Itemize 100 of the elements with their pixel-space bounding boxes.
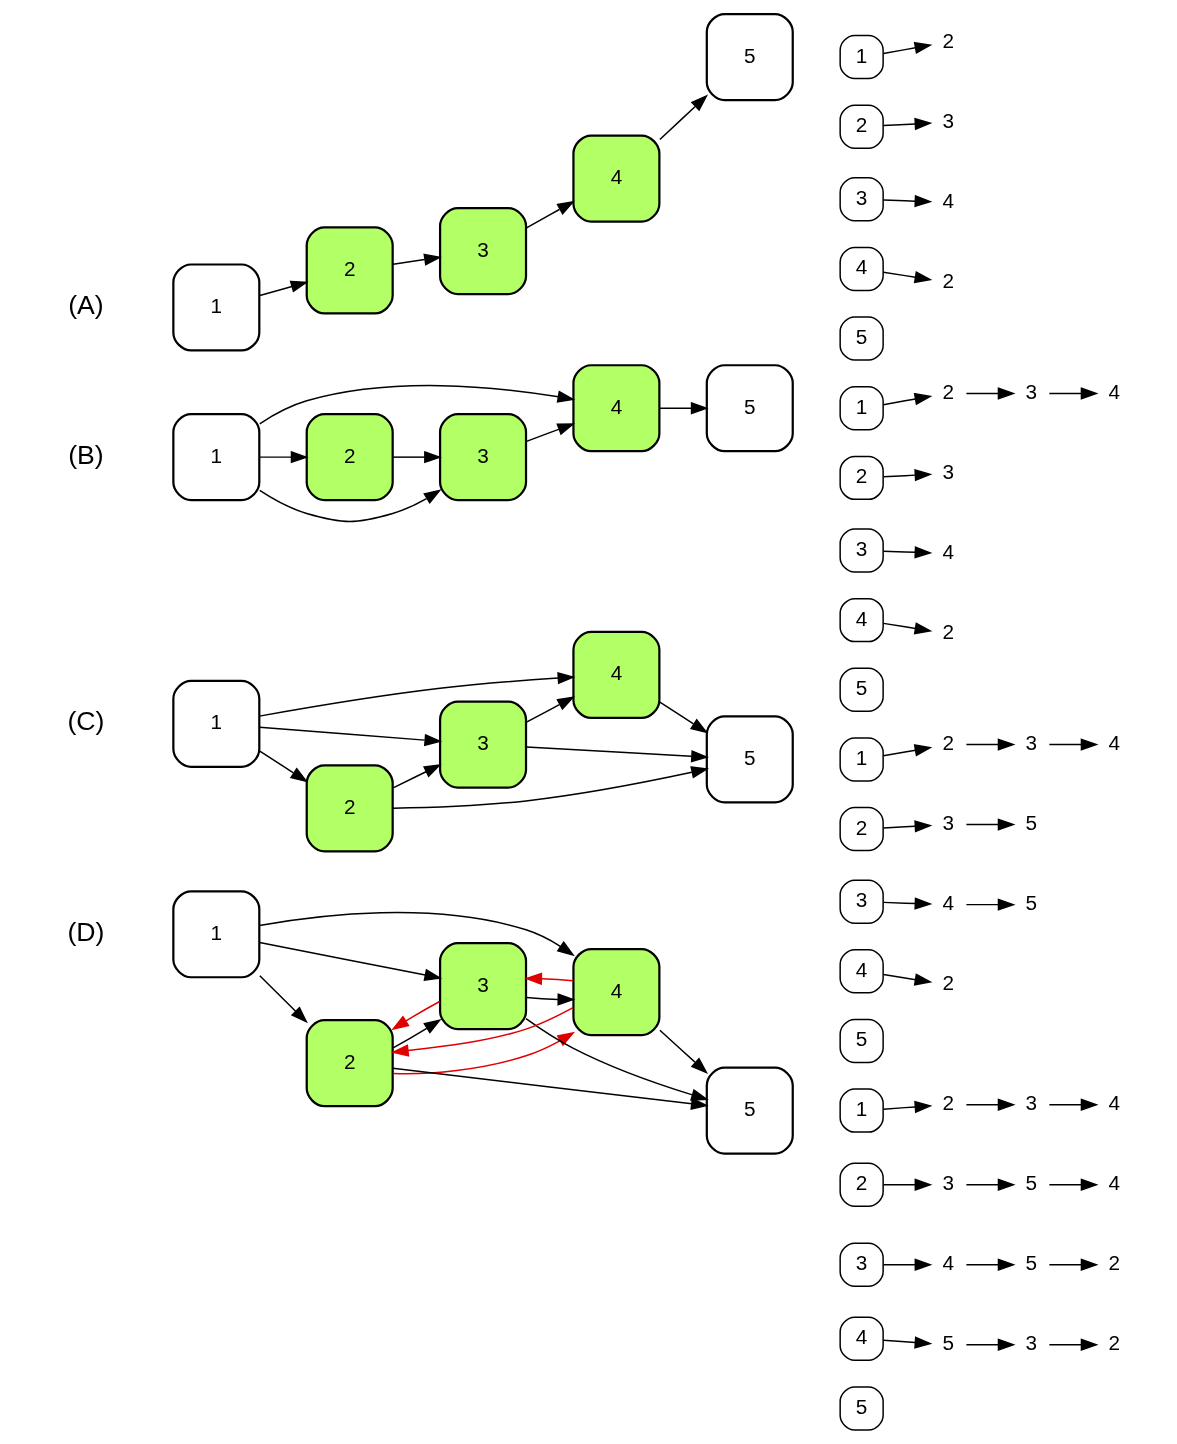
arrow: [525, 423, 575, 443]
arrow: [882, 1178, 932, 1191]
arrow: [1048, 1098, 1098, 1111]
arrow: [882, 1336, 932, 1349]
arrow: [258, 911, 575, 957]
arrow: [965, 1178, 1016, 1191]
node-text: 4: [1108, 1091, 1120, 1115]
node-text: 3: [942, 459, 954, 483]
node-text: 4: [942, 1251, 954, 1275]
node-box: 2: [305, 226, 394, 315]
node-text: 2: [942, 268, 954, 292]
node-box: 2: [305, 413, 394, 502]
arrow: [258, 726, 442, 747]
node-text: 3: [942, 108, 954, 132]
node-box: 2: [305, 1019, 394, 1108]
arrow: [391, 764, 442, 789]
arrow: [882, 41, 932, 55]
arrow: [525, 200, 575, 229]
node-box: 1: [171, 263, 260, 352]
arrow: [391, 1019, 442, 1049]
arrow: [1048, 387, 1098, 400]
arrow: [658, 402, 709, 415]
arrow: [965, 1098, 1015, 1111]
arrow: [882, 271, 932, 284]
node-text: 3: [1025, 379, 1037, 403]
node-text: 3: [1025, 731, 1037, 755]
node-box: 3: [438, 942, 527, 1031]
arrow: [258, 941, 442, 982]
node-text: 5: [1025, 811, 1037, 835]
node-text: 5: [1025, 1251, 1037, 1275]
arrow: [258, 450, 309, 464]
node-text: 5: [1025, 891, 1037, 915]
node-text: 2: [942, 971, 954, 995]
arrow: [391, 766, 709, 809]
arrow: [965, 898, 1015, 911]
node-text: 2: [942, 379, 954, 403]
arrow: [965, 1338, 1016, 1351]
arrow: [258, 280, 308, 297]
arrow: [965, 387, 1016, 400]
arrow: [882, 546, 932, 559]
node-box: 5: [705, 364, 794, 453]
node-box: 1: [171, 679, 260, 768]
node-text: 5: [942, 1331, 954, 1355]
label: (B): [67, 439, 104, 470]
node-text: 4: [1108, 731, 1120, 755]
node-box: 5: [705, 1066, 794, 1155]
arrow: [658, 1029, 708, 1075]
arrow: [258, 750, 308, 783]
node-box: 4: [571, 947, 660, 1037]
node-box: 1: [171, 413, 260, 502]
arrow: [965, 738, 1016, 751]
node-text: 4: [1108, 379, 1120, 403]
arrow: [524, 1017, 709, 1101]
node-box: 4: [571, 134, 660, 223]
node-box: 1: [171, 890, 260, 979]
arrow: [258, 489, 442, 523]
node-box: 2: [305, 764, 394, 853]
arrow: [523, 972, 574, 986]
arrow: [525, 746, 709, 763]
label: (C): [66, 706, 104, 737]
arrow: [390, 1006, 574, 1057]
node-box: 4: [571, 630, 660, 720]
arrow: [965, 1258, 1016, 1271]
node-text: 2: [942, 619, 954, 643]
node-box: 3: [438, 413, 527, 502]
label: (A): [67, 289, 104, 320]
arrow: [882, 744, 932, 757]
arrow: [965, 818, 1016, 831]
node-box: 5: [705, 715, 794, 804]
arrow: [391, 253, 442, 266]
node-box: 3: [438, 700, 527, 789]
arrow: [391, 450, 442, 464]
arrow: [258, 975, 308, 1024]
arrow: [525, 696, 575, 723]
arrow: [882, 1258, 932, 1271]
node-text: 2: [942, 1091, 954, 1115]
node-text: 4: [942, 539, 954, 563]
node-text: 3: [942, 811, 954, 835]
arrow: [882, 468, 932, 482]
arrow: [525, 993, 575, 1006]
node-text: 2: [942, 28, 954, 52]
label: (D): [66, 916, 104, 947]
arrow: [658, 94, 708, 141]
arrow: [1048, 738, 1098, 751]
arrow: [258, 671, 575, 717]
arrow: [882, 1100, 932, 1114]
node-text: 4: [1108, 1171, 1120, 1195]
node-text: 3: [1025, 1331, 1037, 1355]
node-text: 2: [1108, 1331, 1120, 1355]
node-box: 5: [705, 12, 794, 102]
arrow: [1048, 1338, 1098, 1351]
arrow: [882, 973, 932, 986]
arrow: [882, 117, 932, 131]
arrow: [1048, 1178, 1098, 1191]
node-text: 3: [1025, 1091, 1037, 1115]
arrow: [882, 820, 932, 833]
node-text: 3: [942, 1171, 954, 1195]
arrow: [1048, 1258, 1098, 1271]
arrow: [882, 392, 932, 406]
node-box: 3: [438, 207, 527, 296]
